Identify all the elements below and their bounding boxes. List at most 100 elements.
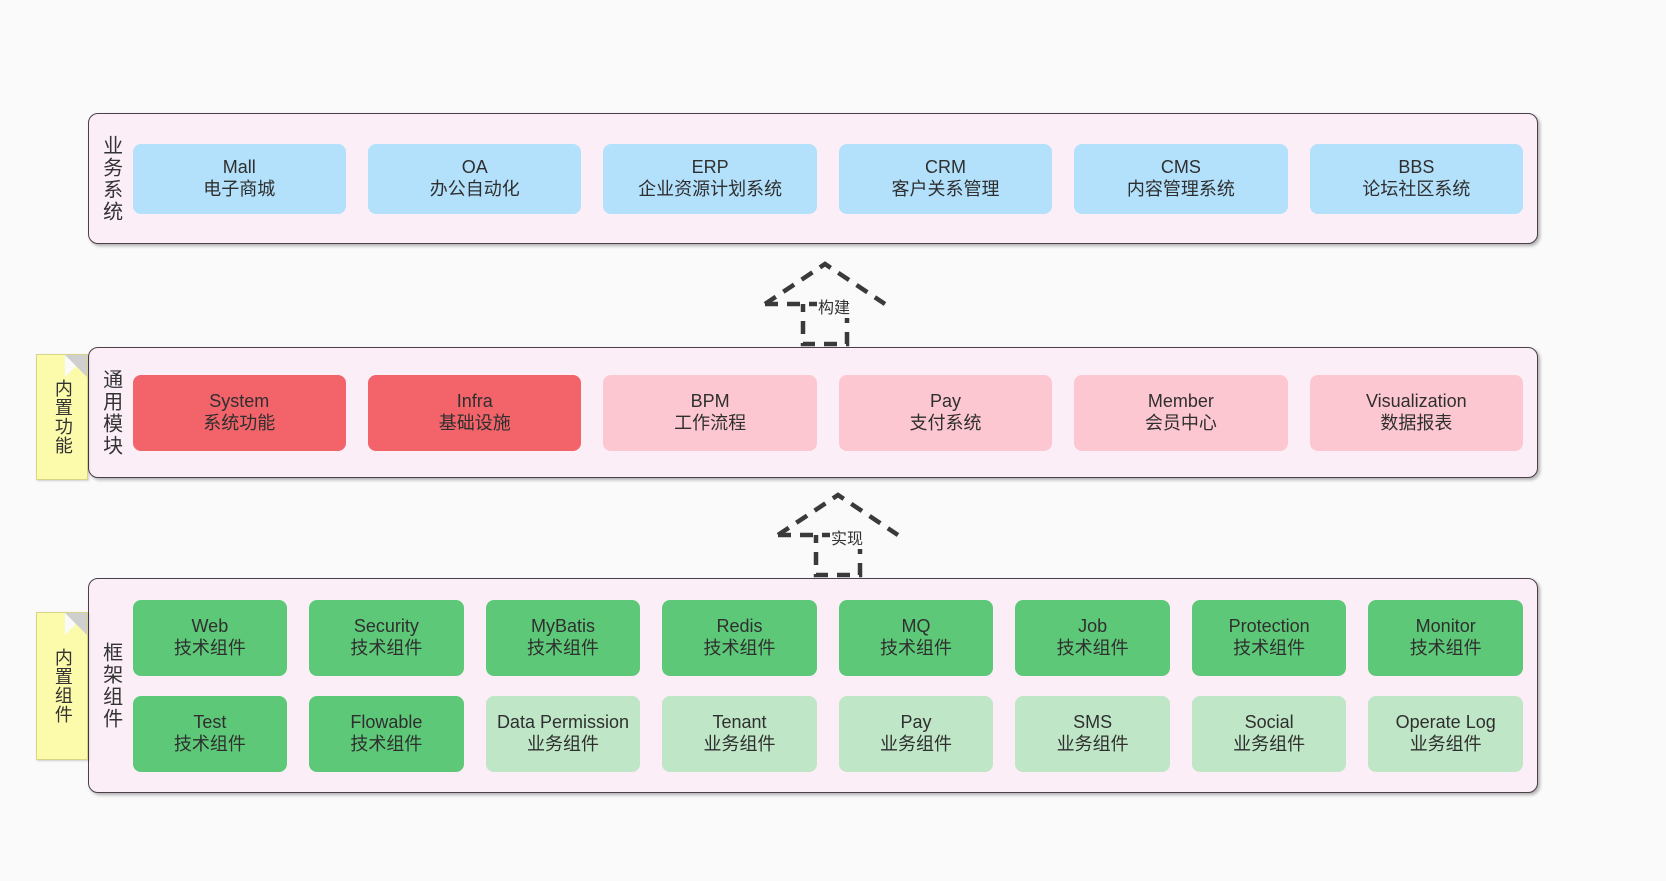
card-title-cn: 会员中心 [1144, 412, 1217, 433]
card-infra[interactable]: Infra 基础设施 [368, 374, 582, 451]
card-bbs[interactable]: BBS 论坛社区系统 [1309, 143, 1524, 214]
card-social[interactable]: Social 业务组件 [1191, 695, 1347, 772]
card-sms[interactable]: SMS 业务组件 [1015, 695, 1170, 772]
card-title-en: Flowable [350, 711, 423, 732]
card-row: System 系统功能 Infra 基础设施 BPM 工作流程 Pay 支付系统… [132, 374, 1524, 451]
card-mall[interactable]: Mall 电子商城 [132, 143, 346, 214]
card-title-en: Web [191, 615, 229, 636]
card-title-cn: 业务组件 [526, 733, 599, 754]
card-bpm[interactable]: BPM 工作流程 [603, 374, 817, 451]
card-title-cn: 业务组件 [1233, 733, 1306, 754]
card-title-en: Protection [1228, 615, 1310, 636]
layer-body-framework: Web 技术组件 Security 技术组件 MyBatis 技术组件 Redi… [129, 579, 1537, 792]
card-erp[interactable]: ERP 企业资源计划系统 [603, 143, 817, 214]
card-title-cn: 技术组件 [350, 733, 423, 754]
card-title-cn: 业务组件 [1409, 733, 1482, 754]
card-title-en: Security [353, 615, 419, 636]
card-protection[interactable]: Protection 技术组件 [1191, 599, 1347, 676]
card-flowable[interactable]: Flowable 技术组件 [309, 695, 464, 772]
card-title-cn: 企业资源计划系统 [638, 178, 783, 199]
layer-business-systems: 业务系统 Mall 电子商城 OA 办公自动化 ERP 企业资源计划系统 CRM… [88, 113, 1538, 244]
card-mq[interactable]: MQ 技术组件 [838, 599, 994, 676]
card-system[interactable]: System 系统功能 [132, 374, 346, 451]
card-title-en: Job [1078, 615, 1108, 636]
card-title-cn: 技术组件 [173, 733, 246, 754]
layer-body-modules: System 系统功能 Infra 基础设施 BPM 工作流程 Pay 支付系统… [129, 348, 1537, 477]
card-title-cn: 业务组件 [1056, 733, 1129, 754]
card-title-cn: 技术组件 [1056, 637, 1129, 658]
card-title-cn: 数据报表 [1380, 412, 1453, 433]
layer-common-modules: 通用模块 System 系统功能 Infra 基础设施 BPM 工作流程 Pay… [88, 347, 1538, 478]
card-title-en: BBS [1398, 156, 1435, 177]
card-title-en: SMS [1073, 711, 1113, 732]
layer-framework-components: 框架组件 Web 技术组件 Security 技术组件 MyBatis 技术组件… [88, 578, 1538, 793]
card-title-en: MyBatis [530, 615, 595, 636]
card-title-en: BPM [690, 390, 730, 411]
card-title-en: ERP [691, 156, 729, 177]
card-title-cn: 技术组件 [703, 637, 776, 658]
card-title-cn: 技术组件 [350, 637, 423, 658]
connector-label-implement: 实现 [830, 525, 865, 549]
card-visualization[interactable]: Visualization 数据报表 [1309, 374, 1524, 451]
card-title-en: Test [193, 711, 227, 732]
sticky-note-label: 内置组件 [52, 648, 73, 724]
card-title-en: Infra [456, 390, 493, 411]
card-oa[interactable]: OA 办公自动化 [368, 143, 582, 214]
card-test[interactable]: Test 技术组件 [132, 695, 288, 772]
card-title-cn: 电子商城 [203, 178, 276, 199]
connector-label-build: 构建 [817, 294, 852, 318]
card-title-en: Member [1147, 390, 1214, 411]
card-title-cn: 业务组件 [703, 733, 776, 754]
sticky-note-builtin-components: 内置组件 [36, 612, 88, 760]
card-title-cn: 工作流程 [674, 412, 747, 433]
card-title-en: Social [1244, 711, 1294, 732]
card-title-en: Operate Log [1395, 711, 1496, 732]
connector-build: 构建 [755, 258, 925, 347]
card-job[interactable]: Job 技术组件 [1015, 599, 1170, 676]
layer-title-business: 业务系统 [99, 134, 122, 223]
card-row: Mall 电子商城 OA 办公自动化 ERP 企业资源计划系统 CRM 客户关系… [132, 143, 1524, 214]
card-title-en: MQ [901, 615, 931, 636]
card-operate-log[interactable]: Operate Log 业务组件 [1368, 695, 1523, 772]
sticky-note-label: 内置功能 [52, 379, 73, 455]
card-title-en: Data Permission [496, 711, 629, 732]
card-title-cn: 技术组件 [1409, 637, 1482, 658]
card-title-en: Pay [930, 390, 962, 411]
card-pay-business[interactable]: Pay 业务组件 [838, 695, 994, 772]
card-title-en: CMS [1160, 156, 1201, 177]
card-title-en: Tenant [712, 711, 767, 732]
card-web[interactable]: Web 技术组件 [132, 599, 288, 676]
card-title-cn: 技术组件 [1233, 637, 1306, 658]
card-title-en: Pay [900, 711, 932, 732]
card-row: Web 技术组件 Security 技术组件 MyBatis 技术组件 Redi… [132, 599, 1523, 676]
card-title-cn: 技术组件 [880, 637, 953, 658]
card-security[interactable]: Security 技术组件 [309, 599, 464, 676]
card-title-en: Visualization [1365, 390, 1467, 411]
card-title-cn: 支付系统 [909, 412, 982, 433]
card-title-cn: 论坛社区系统 [1362, 178, 1471, 199]
card-row: Test 技术组件 Flowable 技术组件 Data Permission … [132, 695, 1523, 772]
layer-title-modules: 通用模块 [99, 368, 122, 457]
card-redis[interactable]: Redis 技术组件 [662, 599, 817, 676]
card-title-en: Mall [222, 156, 256, 177]
card-pay[interactable]: Pay 支付系统 [838, 374, 1053, 451]
card-title-cn: 业务组件 [880, 733, 953, 754]
sticky-note-builtin-features: 内置功能 [36, 354, 88, 480]
card-cms[interactable]: CMS 内容管理系统 [1074, 143, 1288, 214]
card-title-cn: 内容管理系统 [1126, 178, 1235, 199]
card-title-en: System [209, 390, 270, 411]
card-tenant[interactable]: Tenant 业务组件 [662, 695, 817, 772]
card-title-cn: 技术组件 [526, 637, 599, 658]
layer-title-framework: 框架组件 [99, 641, 122, 730]
card-crm[interactable]: CRM 客户关系管理 [838, 143, 1053, 214]
card-title-cn: 办公自动化 [429, 178, 520, 199]
card-title-en: CRM [925, 156, 967, 177]
card-title-en: Monitor [1415, 615, 1476, 636]
layer-body-business: Mall 电子商城 OA 办公自动化 ERP 企业资源计划系统 CRM 客户关系… [129, 114, 1537, 243]
card-title-cn: 客户关系管理 [891, 178, 1000, 199]
card-monitor[interactable]: Monitor 技术组件 [1368, 599, 1523, 676]
card-mybatis[interactable]: MyBatis 技术组件 [485, 599, 641, 676]
card-data-permission[interactable]: Data Permission 业务组件 [485, 695, 641, 772]
card-title-en: OA [461, 156, 488, 177]
card-member[interactable]: Member 会员中心 [1074, 374, 1288, 451]
